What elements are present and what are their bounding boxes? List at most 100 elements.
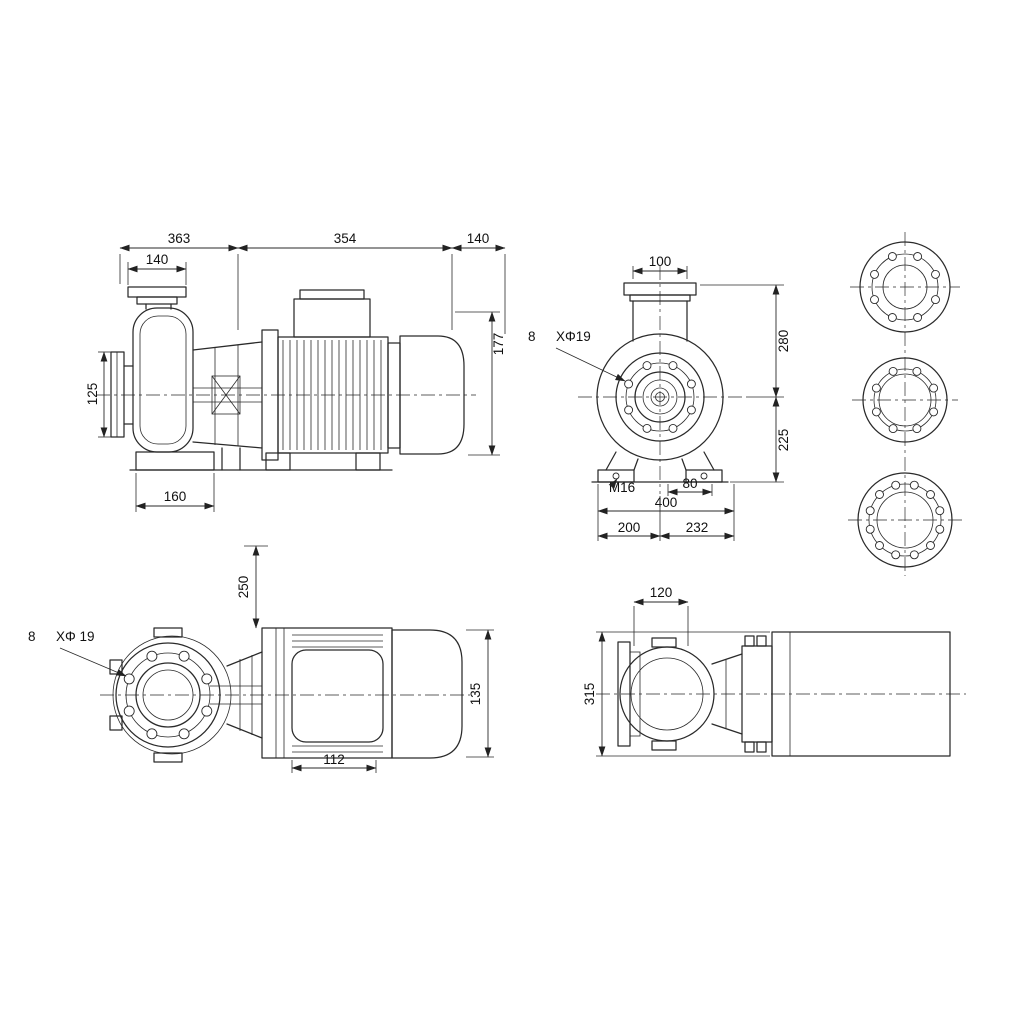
bolt-hole [929,407,939,417]
motor-side [261,289,465,471]
bolt-hole [642,423,652,433]
bracket-top [711,653,743,665]
bolt-hole [146,650,158,662]
discharge-flange-step [629,294,691,302]
dim-fan-cover-label: 140 [467,231,490,246]
support-block [771,631,951,757]
suction-bore [642,379,678,415]
volute-inner [630,657,704,731]
bolt-holes [870,252,940,322]
bolt-hole [123,673,135,685]
volute-front-outline [596,333,724,461]
bearing-block [211,375,241,415]
bolt-hole [935,524,945,534]
dim-base-right-label: 232 [686,520,709,535]
support-rib [605,451,617,471]
bolt-hole [888,424,898,434]
bolt-circle [125,652,211,738]
bolt-circle [625,362,695,432]
flange-bore [876,491,934,549]
bolt-hole [875,541,884,550]
bolt-count-label: 8 [528,329,536,344]
bolt-hole [642,361,652,371]
suction-port [634,371,686,423]
dim-motor-height-label: 177 [491,333,506,356]
bolt-hole [913,313,923,322]
flange-detail-middle [852,357,958,443]
bolt-hole [909,480,919,490]
bolt-hole [891,550,901,560]
volute-plan-outline [112,635,232,755]
bolt-hole [178,650,190,662]
bolt-hole [686,379,696,389]
casing-lug [109,715,123,731]
dim-base-split: 200 232 [597,496,735,541]
bolt-hole [887,313,897,322]
bolt-hole [624,379,634,389]
dim-flange-width-label: 140 [146,252,169,267]
bracket-bottom [226,723,263,739]
motor-fin-lines [292,634,383,753]
bracket-bottom [711,723,743,735]
anchor-hole [700,472,708,480]
side-view: 363 354 140 140 [85,231,506,512]
bolt-hole [913,252,923,261]
flange-outer [859,241,951,333]
bolt-circle [868,483,942,557]
bolt-hole [891,480,901,490]
bolt-hole [668,423,678,433]
bolt-hole [870,295,879,305]
dim-motor-width-label: 135 [468,683,483,706]
flange-bore [878,373,932,427]
dim-pump-length: 363 [119,231,239,330]
anchor-bolt-callout: M16 [608,478,635,495]
flange-bolt-holes [624,361,696,433]
dim-port-width-shaft: 120 [633,585,689,646]
flange-detail-bottom [848,472,962,568]
adapter-tab [744,741,755,753]
plan-view: 250 8 XΦ 19 [28,545,494,773]
bolt-hole [123,705,135,717]
leader-line [59,647,127,677]
dim-port-width: 100 [632,254,688,279]
bolt-hole [888,366,898,376]
shaft-center [655,392,665,402]
bolt-hole [201,673,213,685]
bolt-hole [865,524,875,534]
casing-lug [651,637,677,648]
dim-port-width-label: 100 [649,254,672,269]
suction-flange [110,351,125,438]
bracket-bottom [192,441,263,449]
suction-neck [629,651,641,737]
bearing-hatch [211,375,241,415]
bolt-hole [926,541,935,550]
bolt-hole [909,550,919,560]
bearing-bracket-plan [210,651,263,739]
casing-lug [651,740,677,751]
motor-foot [355,452,381,471]
bolt-hole [931,295,940,305]
bolt-hole [912,424,922,434]
fan-cover [399,335,465,455]
bolt-circle [871,253,939,321]
terminal-box-lid [299,289,365,300]
bracket-shaft-view [711,653,743,735]
dim-motor-height: 177 [455,311,506,456]
leader-line [608,478,618,489]
bracket-top [192,341,263,351]
dim-base-length-label: 400 [655,495,678,510]
dim-port-width-label: 120 [650,585,673,600]
bolt-hole [912,366,922,376]
bolt-hole [931,269,940,279]
dim-center-to-base-label: 225 [776,429,791,452]
bolt-hole [871,383,881,393]
dim-foot-length: 160 [135,473,215,512]
support-rib [633,458,639,471]
bolt-hole [178,728,190,740]
bolt-hole [929,383,939,393]
dim-overall-width-label: 315 [582,683,597,706]
dim-center-to-base: 225 [730,396,791,483]
bolt-hole [624,405,634,415]
bolt-hole [865,506,875,516]
